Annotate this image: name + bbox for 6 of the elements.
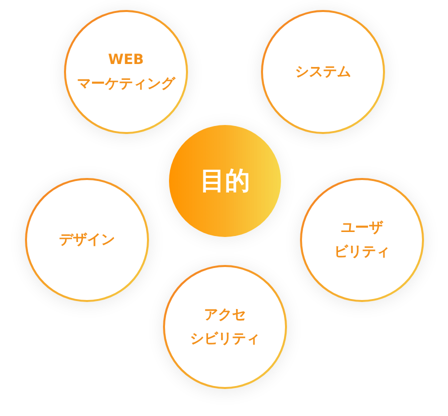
topic-label: デザイン [59,231,115,250]
topic-label: ユーザビリティ [334,219,390,262]
topic-label: WEBマーケティング [77,51,175,94]
topic-label: アクセシビリティ [190,306,260,349]
topic-label: システム [295,63,351,82]
goal-label: 目的 [200,166,250,196]
